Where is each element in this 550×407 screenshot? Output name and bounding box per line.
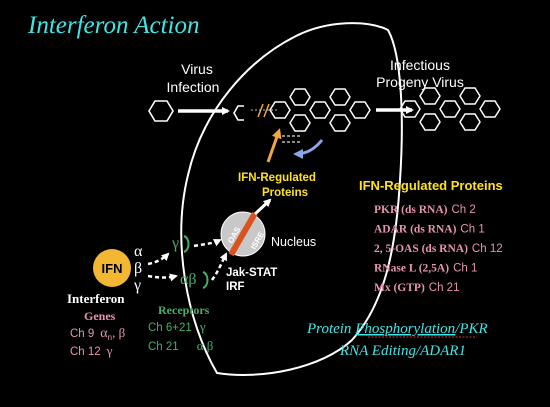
receptor-gamma: γ — [171, 235, 179, 252]
blue-inhibit-arrow — [293, 139, 324, 159]
protein-list-item: RNase L (2,5A)Ch 1 — [374, 263, 477, 275]
dashed-markers — [282, 135, 300, 143]
bottom-line-2: RNA Editing/ADAR1 — [339, 343, 466, 359]
progeny-label: Infectious — [390, 57, 450, 73]
receptor-ab-shape — [202, 271, 209, 289]
protein-list-item: PKR (ds RNA)Ch 2 — [374, 204, 476, 216]
cell-outline — [180, 22, 403, 376]
progeny-virus-cluster — [399, 87, 501, 131]
ifn-regulated-inner-label-2: Proteins — [262, 187, 308, 199]
protein-list-item: 2, 5-OAS (ds RNA)Ch 12 — [374, 243, 503, 255]
nucleus-label: Nucleus — [271, 235, 316, 249]
ifn-regulated-inner-label: IFN-Regulated — [238, 172, 316, 184]
uncoating-virus-icon — [233, 105, 244, 121]
dna-band — [228, 211, 258, 257]
orange-inhibit-arrow — [266, 128, 282, 163]
ifn-label: IFN — [102, 261, 123, 276]
irf-label: IRF — [226, 281, 245, 293]
ifn-gamma: γ — [133, 277, 141, 294]
receptors-heading: Receptors — [158, 303, 210, 317]
bottom-line-1: Protein Phosphorylation/PKR — [306, 321, 488, 337]
ifn-to-receptor-arrow-1 — [147, 252, 170, 266]
receptor-gamma-shape — [183, 235, 190, 253]
virus-hexagon-outside — [148, 100, 174, 122]
virus-infection-label-2: Infection — [167, 79, 220, 95]
protein-list: PKR (ds RNA)Ch 2 ADAR (ds RNA)Ch 1 2, 5-OA… — [374, 204, 503, 294]
ifn-circle — [93, 249, 131, 287]
replicating-virus-cluster — [269, 88, 371, 132]
signal-arrow-1 — [193, 238, 222, 248]
protein-list-heading: IFN-Regulated Proteins — [359, 178, 503, 193]
ifn-beta: β — [134, 260, 142, 277]
jak-stat-label: Jak-STAT — [226, 267, 277, 279]
block-marks — [251, 103, 278, 118]
virus-infection-label: Virus — [181, 61, 213, 77]
interferon-label: Interferon — [67, 291, 125, 306]
ifn-to-receptor-arrow-2 — [147, 273, 178, 282]
receptor-alpha-beta: αβ — [180, 271, 197, 288]
slide-title: Interferon Action — [27, 12, 200, 39]
protein-list-item: ADAR (ds RNA)Ch 1 — [374, 224, 485, 236]
progeny-label-2: Progeny Virus — [376, 74, 464, 90]
protein-list-item: Mx (GTP)Ch 21 — [374, 282, 459, 294]
genes-heading: Genes — [84, 309, 116, 323]
signal-arrow-2 — [210, 252, 228, 281]
ifn-alpha: α — [134, 243, 143, 260]
expression-arrow — [253, 198, 272, 216]
